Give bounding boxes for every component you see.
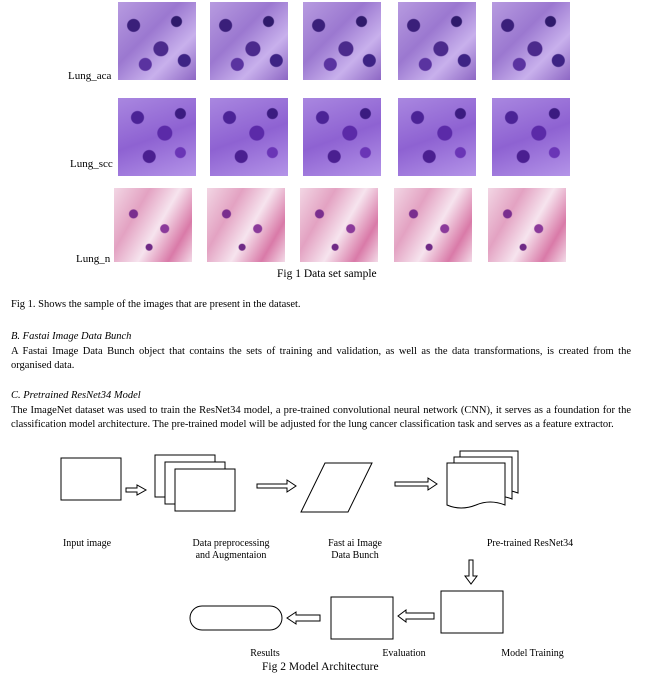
lung-n-tile-3: [300, 188, 378, 262]
section-c-heading: C. Pretrained ResNet34 Model: [11, 390, 141, 401]
label-pretrained: Pre-trained ResNet34: [486, 538, 574, 549]
lung-aca-tile-2: [210, 2, 288, 80]
lung-aca-tile-1: [118, 2, 196, 80]
lung-aca-tile-5: [492, 2, 570, 80]
figure-1-caption: Fig 1 Data set sample: [277, 268, 377, 280]
section-c-body: The ImageNet dataset was used to train t…: [11, 405, 631, 430]
label-input-image: Input image: [62, 538, 112, 549]
row-label-lung-scc: Lung_scc: [70, 158, 113, 170]
label-preprocessing: Data preprocessing and Augmentaion: [192, 538, 270, 561]
label-data-bunch: Fast ai Image Data Bunch: [328, 538, 382, 561]
lung-scc-tile-2: [210, 98, 288, 176]
row-label-lung-n: Lung_n: [76, 253, 111, 265]
lung-scc-tile-5: [492, 98, 570, 176]
section-b-heading: B. Fastai Image Data Bunch: [11, 331, 132, 342]
lung-scc-tile-4: [398, 98, 476, 176]
figure-2-caption: Fig 2 Model Architecture: [262, 661, 379, 673]
section-b-body: A Fastai Image Data Bunch object that co…: [11, 346, 631, 371]
label-evaluation: Evaluation: [382, 648, 426, 659]
lung-n-tile-5: [488, 188, 566, 262]
label-results: Results: [250, 648, 280, 659]
row-label-lung-aca: Lung_aca: [68, 70, 112, 82]
fig1-note: Fig 1. Shows the sample of the images th…: [11, 299, 301, 310]
lung-n-tile-1: [114, 188, 192, 262]
lung-aca-tile-3: [303, 2, 381, 80]
lung-scc-tile-1: [118, 98, 196, 176]
lung-n-tile-4: [394, 188, 472, 262]
label-model-training: Model Training: [501, 648, 564, 659]
lung-n-tile-2: [207, 188, 285, 262]
lung-aca-tile-4: [398, 2, 476, 80]
lung-scc-tile-3: [303, 98, 381, 176]
